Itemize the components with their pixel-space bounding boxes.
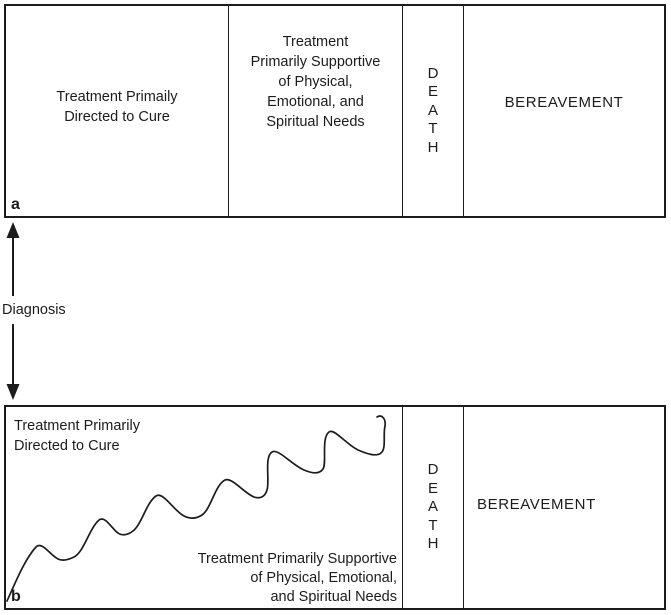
panel-a-supportive-section: Treatment Primarily Supportive of Physic…	[228, 6, 402, 216]
panel-b-death-section: D E A T H	[402, 407, 463, 608]
panel-b-supportive-line-1: Treatment Primarily Supportive	[197, 551, 397, 567]
panel-a-death-letter-d: D	[427, 64, 439, 82]
panel-b-death-letter-a: A	[427, 498, 438, 516]
panel-a-cure-section: Treatment Primaily Directed to Cure a	[6, 6, 228, 216]
diagnosis-label: Diagnosis	[2, 302, 66, 318]
panel-a-death-letter-t: T	[428, 120, 438, 138]
panel-a-cure-line-1: Treatment Primaily	[56, 89, 178, 105]
arrowhead-up	[6, 222, 20, 238]
panel-a-bereavement-text: BEREAVEMENT	[504, 93, 624, 111]
diagnosis-marker: Diagnosis	[0, 217, 90, 405]
panel-a-cure-text: Treatment Primaily Directed to Cure	[56, 87, 177, 127]
panel-b-death-letter-d: D	[427, 461, 439, 479]
panel-b-death-letter-e: E	[427, 479, 438, 497]
panel-b-supportive-text: Treatment Primarily Supportive of Physic…	[198, 550, 397, 607]
fluctuating-transition-curve	[6, 415, 386, 602]
panel-a-death-letter-e: E	[427, 83, 438, 101]
panel-a-bereavement-section: BEREAVEMENT	[463, 6, 664, 216]
panel-b-death-letter-h: H	[427, 535, 439, 553]
panel-b-bereavement-section: BEREAVEMENT	[463, 407, 664, 608]
panel-a-death-letter-a: A	[427, 101, 438, 119]
panel-a-supportive-line-3: of Physical,	[278, 74, 353, 90]
panel-b-death-text: D E A T H	[428, 461, 439, 554]
panel-a-supportive-line-4: Emotional, and	[267, 94, 364, 110]
panel-a-supportive-line-2: Primarily Supportive	[250, 54, 381, 70]
panel-a-label: a	[11, 196, 20, 213]
panel-b-death-letter-t: T	[428, 516, 438, 534]
panel-b-integrated-model: Treatment Primarily Directed to Cure Tre…	[4, 405, 666, 610]
panel-a-supportive-line-5: Spiritual Needs	[266, 114, 365, 130]
panel-a-supportive-line-1: Treatment	[282, 34, 349, 50]
panel-b-cure-line-2: Directed to Cure	[14, 438, 120, 454]
panel-a-supportive-text: Treatment Primarily Supportive of Physic…	[251, 32, 381, 216]
panel-b-cure-text: Treatment Primarily Directed to Cure	[14, 416, 140, 456]
diagnosis-double-arrow	[6, 222, 20, 400]
panel-b-main-section: Treatment Primarily Directed to Cure Tre…	[6, 407, 402, 608]
panel-b-supportive-line-3: and Spiritual Needs	[270, 589, 397, 605]
panel-b-supportive-line-2: of Physical, Emotional,	[250, 570, 397, 586]
arrowhead-down	[6, 384, 20, 400]
panel-a-death-section: D E A T H	[402, 6, 463, 216]
panel-a-traditional-model: Treatment Primaily Directed to Cure a Tr…	[4, 4, 666, 218]
panel-b-cure-line-1: Treatment Primarily	[14, 418, 140, 434]
panel-b-label: b	[11, 588, 21, 605]
panel-b-bereavement-text: BEREAVEMENT	[477, 496, 596, 513]
panel-a-cure-line-2: Directed to Cure	[64, 109, 170, 125]
panel-a-death-letter-h: H	[427, 138, 439, 156]
panel-a-death-text: D E A T H	[428, 65, 439, 158]
